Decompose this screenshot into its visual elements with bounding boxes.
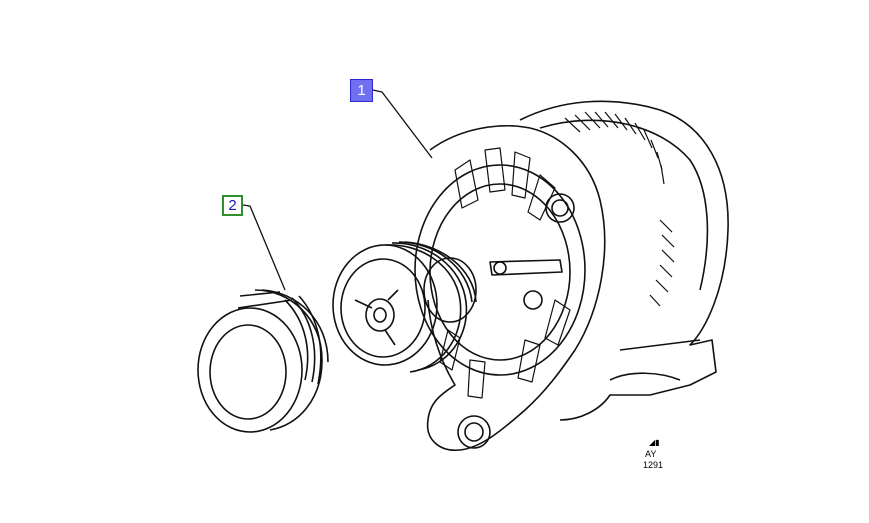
alternator[interactable] — [332, 100, 729, 451]
stamp-mark: ◢▮ — [649, 438, 660, 447]
pulley[interactable] — [197, 289, 329, 433]
leader-line-1 — [372, 89, 433, 159]
callout-1[interactable]: 1 — [350, 79, 373, 102]
stamp-number: 1291 — [643, 460, 664, 470]
callout-2[interactable]: 2 — [222, 195, 243, 216]
alternator-pulley — [332, 241, 477, 373]
stamp-code: AY — [645, 449, 657, 459]
leader-line-2 — [242, 204, 286, 291]
